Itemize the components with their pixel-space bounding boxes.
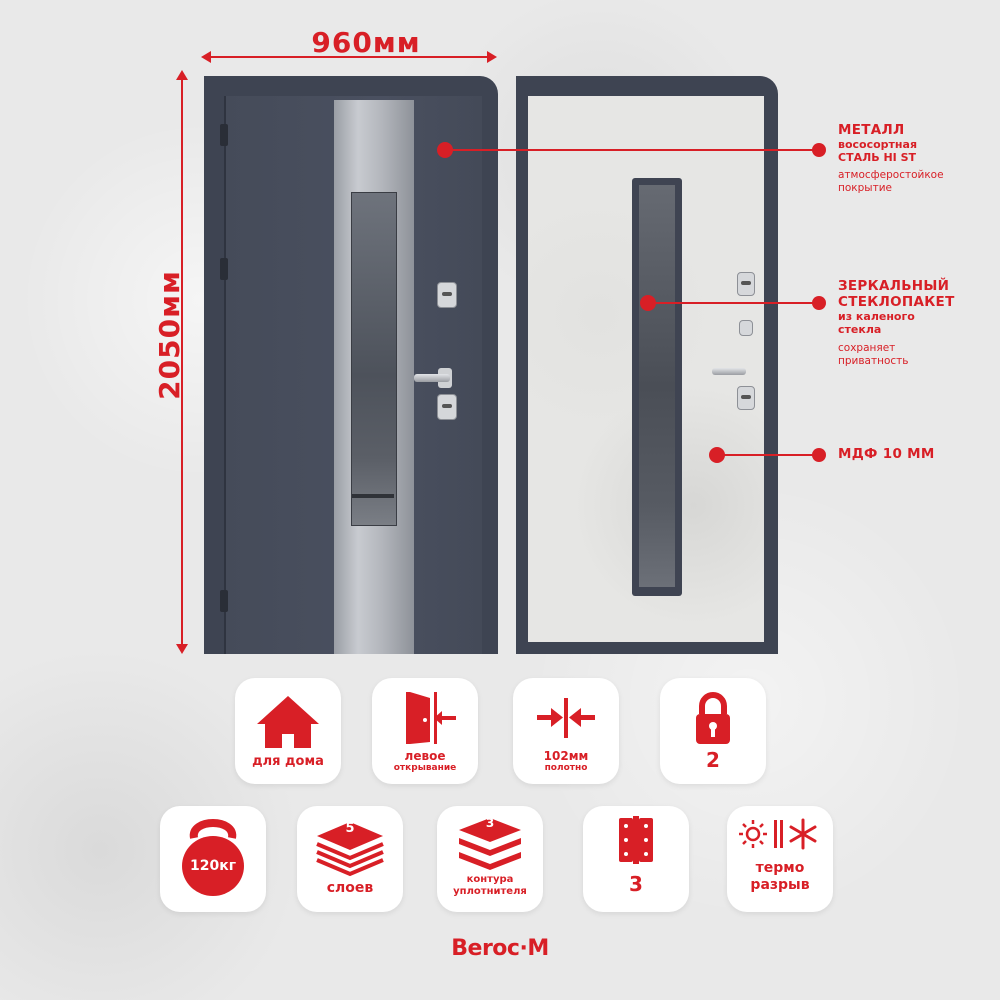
house-icon	[257, 696, 319, 748]
hinge-icon	[220, 124, 228, 146]
feature-label-seals: контура уплотнителя	[437, 874, 543, 898]
hinge-icon	[220, 590, 228, 612]
feature-label-hinges: 3	[629, 872, 643, 896]
glass-title-1: ЗЕРКАЛЬНЫЙ	[838, 278, 950, 294]
width-dimension-label: 960мм	[311, 26, 421, 59]
brand-logo: Bеroc·M	[451, 936, 549, 961]
glass-callout-line	[654, 302, 818, 304]
compress-arrows-icon	[537, 698, 595, 738]
metal-callout-line	[450, 149, 818, 151]
feature-tile-seals: 3 контура уплотнителя	[437, 806, 543, 912]
kettlebell-icon	[182, 819, 244, 896]
hinge-icon	[619, 816, 653, 864]
mdf-callout-dot	[709, 447, 725, 463]
glass-line-1: из каленого	[838, 310, 915, 323]
upper-lock-thumbturn	[737, 272, 755, 296]
feature-tile-hinges: 3	[583, 806, 689, 912]
glass-note: сохраняет приватность	[838, 342, 998, 368]
feature-label-layers: слоев	[326, 880, 374, 896]
thermo-icon	[739, 818, 817, 850]
width-dimension-arrow	[201, 51, 497, 63]
thermo-label-line-2: разрыв	[750, 877, 810, 893]
hinge-icon	[220, 258, 228, 280]
door-handle-interior	[712, 368, 746, 375]
mirror-glass-exterior	[351, 192, 397, 526]
door-handle	[414, 374, 450, 382]
metal-note-line-2: покрытие	[838, 182, 892, 194]
metal-note: атмосферостойкое покрытие	[838, 169, 998, 195]
mirror-glass-interior	[639, 185, 675, 587]
feature-tile-home: для дома	[235, 678, 341, 784]
mdf-callout-line	[722, 454, 818, 456]
metal-line-2: СТАЛЬ HI ST	[838, 151, 916, 164]
glass-note-line-2: приватность	[838, 355, 909, 367]
glass-divider	[352, 494, 394, 498]
seals-count-badge: 3	[485, 816, 495, 830]
glass-frame	[632, 178, 682, 596]
padlock-icon	[696, 692, 730, 744]
feature-label-opening: левое открывание	[372, 750, 478, 774]
opening-label-line-2: открывание	[393, 763, 457, 773]
glass-note-line-1: сохраняет	[838, 342, 896, 354]
feature-tile-thickness: 102мм полотно	[513, 678, 619, 784]
feature-tile-locks: 2	[660, 678, 766, 784]
metal-title: МЕТАЛЛ	[838, 122, 905, 138]
glass-callout: ЗЕРКАЛЬНЫЙ СТЕКЛОПАКЕТ из каленого стекл…	[838, 278, 998, 368]
door-interior-view	[516, 76, 778, 654]
feature-label-weight: 120кг	[189, 858, 237, 874]
upper-lock-cylinder	[437, 282, 457, 308]
feature-label-thermo: термо разрыв	[727, 860, 833, 894]
feature-tile-layers: 5 слоев	[297, 806, 403, 912]
latch-button	[739, 320, 753, 336]
mdf-panel	[528, 96, 764, 642]
feature-label-thickness: 102мм полотно	[513, 750, 619, 774]
glass-callout-end-dot	[812, 296, 826, 310]
opening-label-line-1: левое	[404, 749, 446, 763]
door-exterior-view	[204, 76, 498, 654]
metal-line-1: вососортная	[838, 138, 918, 151]
thickness-label-line-1: 102мм	[543, 749, 589, 763]
metal-callout-dot	[437, 142, 453, 158]
mdf-callout: МДФ 10 ММ	[838, 446, 998, 462]
lower-lock-thumbturn	[737, 386, 755, 410]
seals-label-line-2: уплотнителя	[453, 886, 527, 897]
layers-count-badge: 5	[345, 821, 355, 836]
door-leaf	[224, 96, 482, 654]
mdf-callout-end-dot	[812, 448, 826, 462]
glass-line-2: стекла	[838, 323, 882, 336]
metal-note-line-1: атмосферостойкое	[838, 169, 944, 181]
metal-callout: МЕТАЛЛ вососортная СТАЛЬ HI ST атмосферо…	[838, 122, 998, 195]
lower-lock-cylinder	[437, 394, 457, 420]
height-dimension-arrow	[176, 70, 188, 654]
glass-callout-dot	[640, 295, 656, 311]
height-dimension-label: 2050мм	[153, 270, 186, 400]
seal-layers-icon	[459, 818, 521, 870]
sun-icon	[739, 820, 767, 848]
thermo-label-line-1: термо	[755, 860, 805, 876]
feature-label-home: для дома	[252, 754, 324, 769]
feature-tile-thermo: термо разрыв	[727, 806, 833, 912]
feature-label-locks: 2	[706, 748, 720, 772]
metal-callout-end-dot	[812, 143, 826, 157]
snowflake-icon	[789, 818, 817, 850]
feature-tile-opening: левое открывание	[372, 678, 478, 784]
feature-tile-weight: 120кг	[160, 806, 266, 912]
door-open-icon	[406, 692, 456, 744]
glass-title-2: СТЕКЛОПАКЕТ	[838, 294, 955, 310]
thickness-label-line-2: полотно	[544, 763, 588, 773]
mdf-title: МДФ 10 ММ	[838, 446, 935, 462]
layers-icon	[316, 822, 384, 877]
seals-label-line-1: контура	[466, 874, 514, 885]
